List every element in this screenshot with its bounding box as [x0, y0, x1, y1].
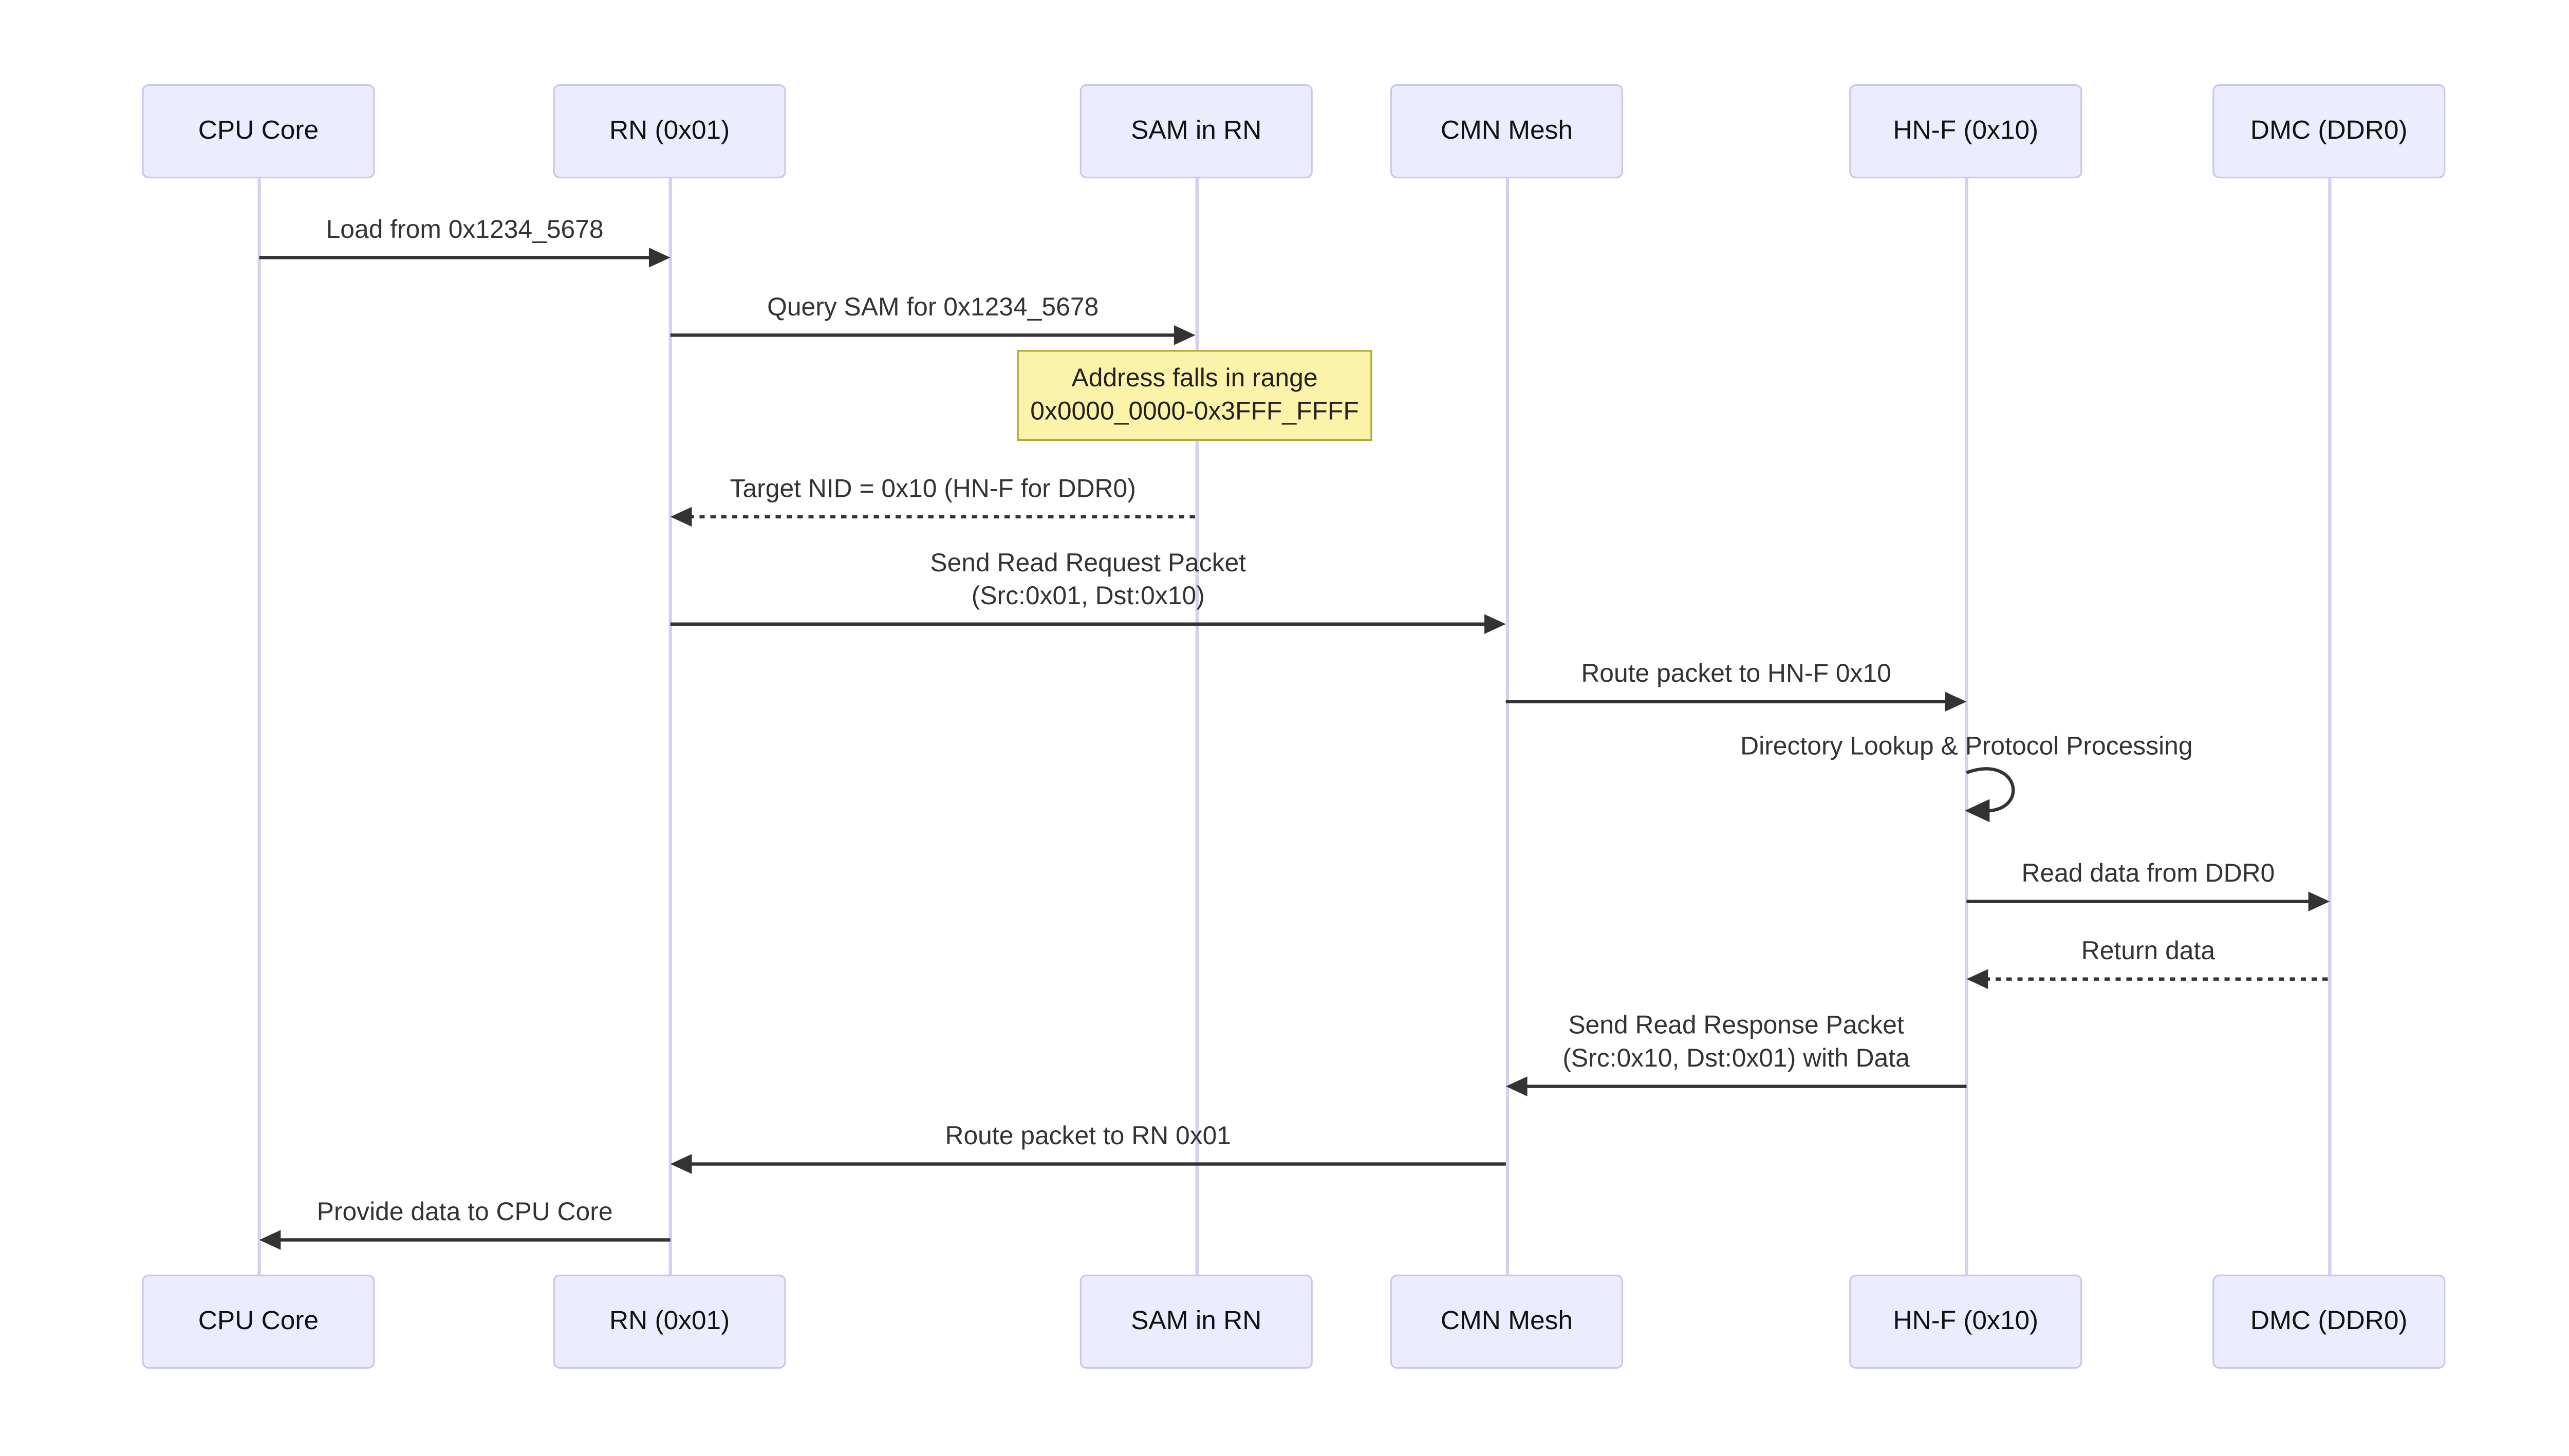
message-label: Route packet to RN 0x01: [945, 1123, 1232, 1151]
message-directory-lookup: Directory Lookup & Protocol Processing: [1740, 733, 2193, 761]
message-label: Provide data to CPU Core: [317, 1199, 613, 1227]
participant-sam-bottom: SAM in RN: [1079, 1274, 1313, 1369]
participant-cmn-bottom: CMN Mesh: [1390, 1274, 1623, 1369]
message-line: [1505, 700, 1949, 703]
participant-cpu-core-top: CPU Core: [142, 84, 375, 179]
participant-label: SAM in RN: [1131, 116, 1262, 145]
lifeline-cmn-mesh: [1505, 178, 1509, 1275]
message-line: [1984, 977, 2330, 981]
message-line: [670, 333, 1178, 337]
arrowhead: [670, 507, 692, 527]
participant-label: RN (0x01): [609, 116, 730, 145]
participant-label: CPU Core: [198, 116, 319, 145]
note-line-2: 0x0000_0000-0x3FFF_FFFF: [1030, 397, 1359, 425]
message-label: Route packet to HN-F 0x10: [1581, 660, 1891, 689]
note-line-1: Address falls in range: [1071, 364, 1318, 393]
arrowhead: [1484, 614, 1506, 634]
participant-label: HN-F (0x10): [1893, 1306, 2039, 1335]
participant-label: DMC (DDR0): [2250, 116, 2408, 145]
participant-rn-top: RN (0x01): [553, 84, 786, 179]
lifeline-sam: [1195, 178, 1198, 1275]
lifeline-dmc: [2328, 178, 2331, 1275]
participant-label: CMN Mesh: [1440, 116, 1573, 145]
participant-label: CMN Mesh: [1440, 1306, 1573, 1335]
message-line: [1966, 900, 2312, 903]
participant-label: CPU Core: [198, 1306, 319, 1335]
participant-dmc-bottom: DMC (DDR0): [2212, 1274, 2446, 1369]
participant-hnf-top: HN-F (0x10): [1849, 84, 2082, 179]
arrowhead: [259, 1230, 281, 1250]
arrowhead: [2308, 891, 2330, 911]
message-label: Return data: [2081, 938, 2216, 966]
message-label: Load from 0x1234_5678: [326, 216, 604, 245]
lifeline-rn: [668, 178, 672, 1275]
message-line: [670, 622, 1488, 626]
participant-cpu-core-bottom: CPU Core: [142, 1274, 375, 1369]
arrowhead: [670, 1154, 692, 1174]
participant-hnf-bottom: HN-F (0x10): [1849, 1274, 2082, 1369]
arrowhead: [648, 248, 671, 268]
message-line: [1524, 1085, 1967, 1088]
message-line: [259, 256, 653, 259]
participant-sam-top: SAM in RN: [1079, 84, 1313, 179]
participant-rn-bottom: RN (0x01): [553, 1274, 786, 1369]
arrowhead: [1966, 969, 1988, 989]
message-label-line-1: Send Read Response Packet: [1568, 1012, 1904, 1040]
participant-label: RN (0x01): [609, 1306, 730, 1335]
participant-dmc-top: DMC (DDR0): [2212, 84, 2446, 179]
message-label: Target NID = 0x10 (HN-F for DDR0): [730, 475, 1136, 504]
participant-label: SAM in RN: [1131, 1306, 1262, 1335]
self-loop-arrow: [1965, 767, 2015, 823]
message-label-line-1: Send Read Request Packet: [930, 550, 1246, 578]
message-label: Query SAM for 0x1234_5678: [767, 294, 1099, 322]
arrowhead: [1505, 1076, 1528, 1096]
message-label: Read data from DDR0: [2021, 860, 2275, 888]
message-line: [688, 1162, 1506, 1166]
note-address-range: Address falls in range 0x0000_0000-0x3FF…: [1017, 350, 1372, 441]
arrowhead: [1945, 692, 1967, 712]
participant-cmn-top: CMN Mesh: [1390, 84, 1623, 179]
lifeline-cpu-core: [257, 178, 260, 1275]
message-line: [688, 515, 1196, 519]
message-label-line-2: (Src:0x10, Dst:0x01) with Data: [1562, 1045, 1910, 1073]
arrowhead: [1174, 325, 1196, 345]
participant-label: HN-F (0x10): [1893, 116, 2039, 145]
message-label-line-2: (Src:0x01, Dst:0x10): [971, 583, 1205, 611]
lifeline-hnf: [1965, 178, 1968, 1275]
participant-label: DMC (DDR0): [2250, 1306, 2408, 1335]
message-line: [277, 1238, 671, 1242]
